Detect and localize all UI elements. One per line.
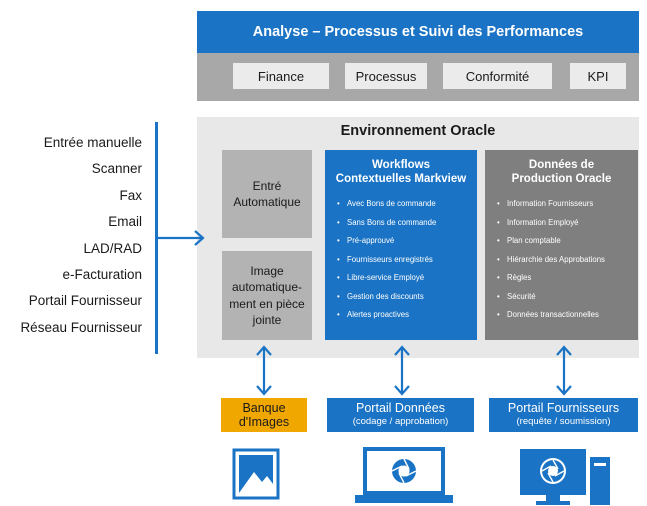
production-data-title: Données de Production Oracle bbox=[511, 159, 612, 185]
suppliers-double-arrow bbox=[556, 345, 572, 396]
image-bank-box: Banque d'Images bbox=[221, 398, 307, 432]
image-attach-box: Image automatique-ment en pièce jointe bbox=[222, 251, 312, 340]
tab-finance: Finance bbox=[233, 63, 329, 89]
data-double-arrow bbox=[394, 345, 410, 396]
workflows-box: Workflows Contextuelles Markview Avec Bo… bbox=[325, 150, 477, 340]
inputs-bracket-line bbox=[155, 122, 158, 354]
input-channel: LAD/RAD bbox=[83, 240, 142, 256]
list-item: Alertes proactives bbox=[337, 306, 477, 325]
list-item: Sans Bons de commande bbox=[337, 214, 477, 233]
supplier-portal-title: Portail Fournisseurs bbox=[507, 401, 620, 415]
desktop-computer-icon bbox=[520, 449, 610, 505]
list-item: Gestion des discounts bbox=[337, 288, 477, 307]
list-item: Avec Bons de commande bbox=[337, 195, 477, 214]
list-item: Plan comptable bbox=[497, 232, 638, 251]
auto-entry-box: Entré Automatique bbox=[222, 150, 312, 238]
list-item: Données transactionnelles bbox=[497, 306, 638, 325]
data-portal-title: Portail Données bbox=[356, 401, 445, 415]
tab-processus: Processus bbox=[345, 63, 427, 89]
images-double-arrow bbox=[256, 345, 272, 396]
laptop-shutter-icon bbox=[355, 447, 453, 503]
production-data-list: Information Fournisseurs Information Emp… bbox=[485, 195, 638, 325]
workflows-title: Workflows Contextuelles Markview bbox=[335, 159, 467, 185]
data-portal-box: Portail Données (codage / approbation) bbox=[327, 398, 474, 432]
input-channel: Email bbox=[108, 214, 142, 230]
list-item: Libre-service Employé bbox=[337, 269, 477, 288]
input-channel: Scanner bbox=[91, 161, 142, 177]
input-arrow bbox=[158, 230, 205, 246]
workflows-list: Avec Bons de commande Sans Bons de comma… bbox=[325, 195, 477, 325]
list-item: Fournisseurs enregistrés bbox=[337, 251, 477, 270]
tab-kpi: KPI bbox=[570, 63, 626, 89]
input-channel: Fax bbox=[119, 187, 142, 203]
analysis-header: Analyse – Processus et Suivi des Perform… bbox=[197, 11, 639, 53]
list-item: Information Employé bbox=[497, 214, 638, 233]
production-data-box: Données de Production Oracle Information… bbox=[485, 150, 638, 340]
list-item: Règles bbox=[497, 269, 638, 288]
input-channel: e-Facturation bbox=[62, 267, 142, 283]
input-channels-list: Entrée manuelle Scanner Fax Email LAD/RA… bbox=[0, 130, 142, 341]
list-item: Pré-approuvé bbox=[337, 232, 477, 251]
supplier-portal-box: Portail Fournisseurs (requête / soumissi… bbox=[489, 398, 638, 432]
input-channel: Portail Fournisseur bbox=[28, 293, 142, 309]
oracle-environment-title: Environnement Oracle bbox=[340, 123, 496, 139]
supplier-portal-subtitle: (requête / soumission) bbox=[516, 416, 611, 427]
list-item: Sécurité bbox=[497, 288, 638, 307]
data-portal-subtitle: (codage / approbation) bbox=[352, 416, 449, 427]
image-bank-label: Banque d'Images bbox=[238, 401, 290, 429]
tab-conformite: Conformité bbox=[443, 63, 552, 89]
image-icon bbox=[232, 448, 280, 500]
image-attach-label: Image automatique-ment en pièce jointe bbox=[229, 264, 305, 327]
list-item: Hiérarchie des Approbations bbox=[497, 251, 638, 270]
list-item: Information Fournisseurs bbox=[497, 195, 638, 214]
auto-entry-label: Entré Automatique bbox=[233, 178, 301, 209]
input-channel: Réseau Fournisseur bbox=[20, 319, 142, 335]
input-channel: Entrée manuelle bbox=[43, 135, 142, 150]
